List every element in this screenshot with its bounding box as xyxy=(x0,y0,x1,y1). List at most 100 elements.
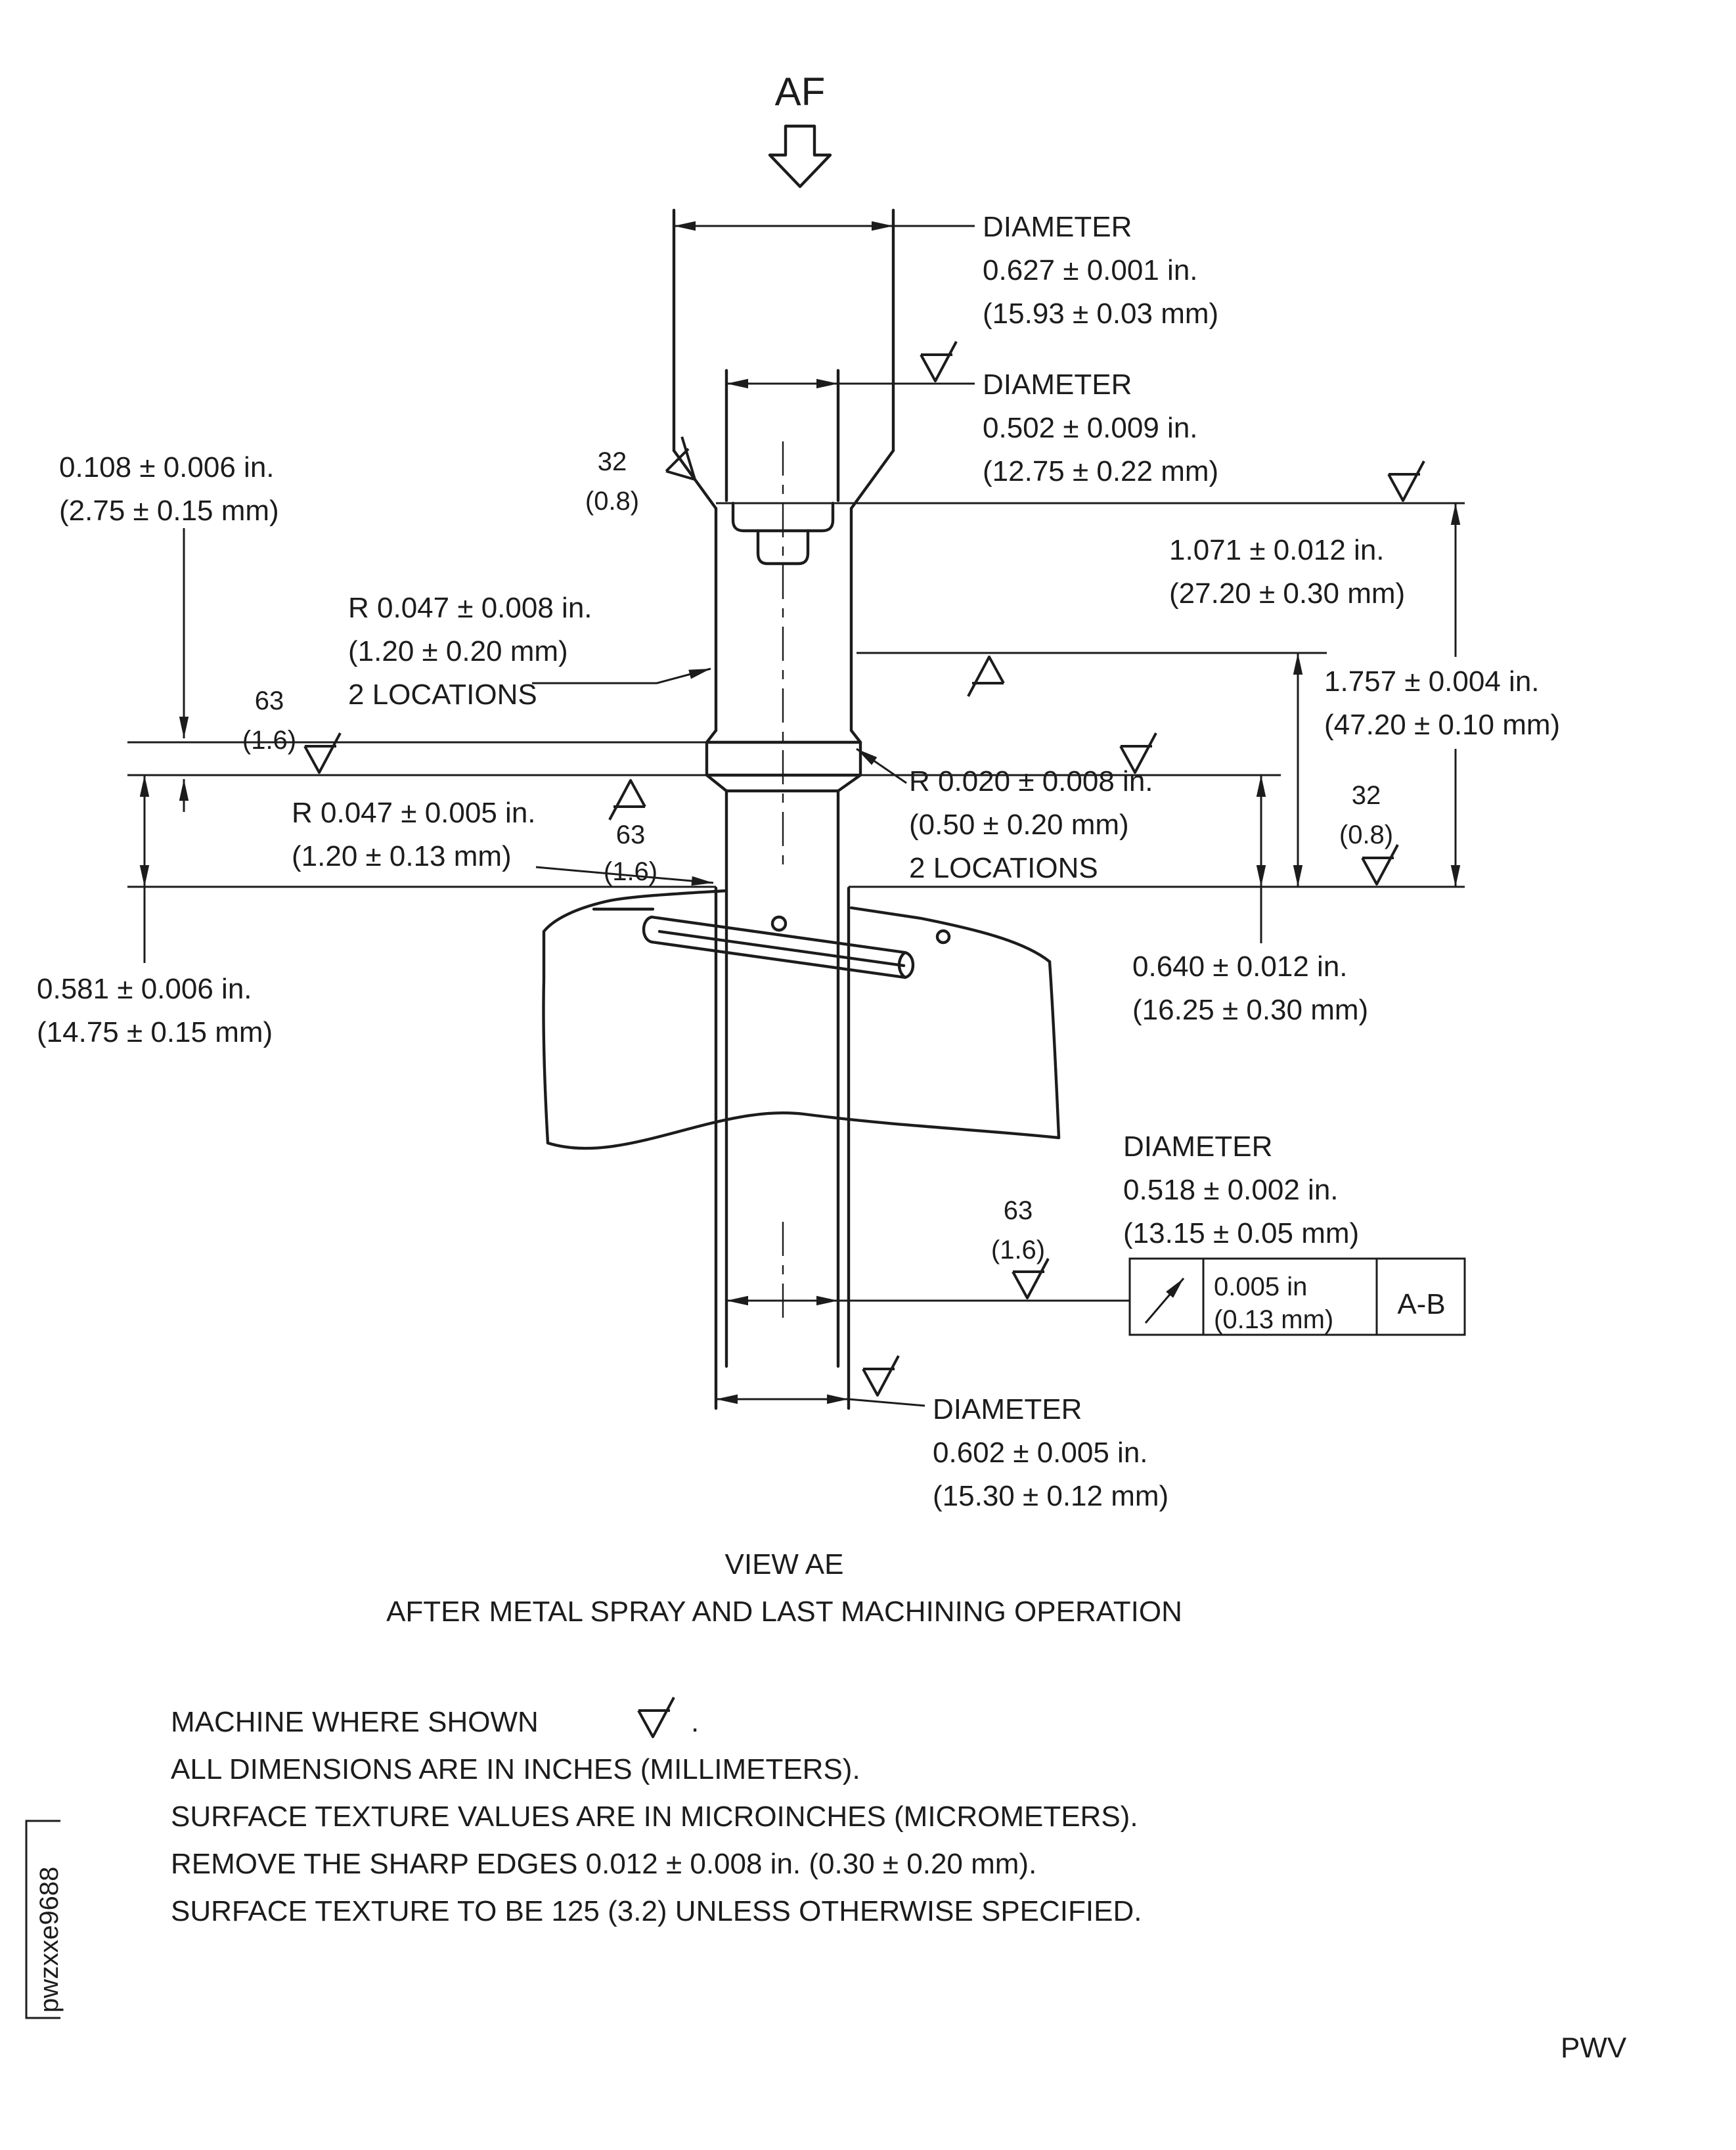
dim-mm: (27.20 ± 0.30 mm) xyxy=(1169,577,1405,610)
surface-finish-icon xyxy=(1361,843,1399,885)
leader-line xyxy=(532,667,711,684)
finish-value: 32 xyxy=(598,447,627,476)
view-subtitle: AFTER METAL SPRAY AND LAST MACHINING OPE… xyxy=(386,1596,1182,1628)
circular-runout-icon xyxy=(1144,1278,1185,1324)
surface-finish-63-mid: 63 (1.6) xyxy=(604,779,657,886)
feature-control-frame: 0.005 in (0.13 mm) A-B xyxy=(1128,1257,1466,1336)
hub-outline xyxy=(542,889,1061,1150)
finish-metric: (0.8) xyxy=(585,487,639,516)
surface-finish-32-top: 32 (0.8) xyxy=(585,437,710,516)
dim-1071: 1.071 ± 0.012 in. (27.20 ± 0.30 mm) xyxy=(1169,534,1405,887)
dim-title: DIAMETER xyxy=(983,369,1132,401)
note-line-1-period: . xyxy=(691,1706,699,1738)
footer: pwzxxe9688 PWV xyxy=(25,1820,1627,2064)
finish-value: 63 xyxy=(255,686,284,715)
surface-finish-icon xyxy=(967,656,1005,698)
leader-line xyxy=(848,1398,925,1407)
dim-title: DIAMETER xyxy=(933,1393,1082,1425)
dim-inch: R 0.047 ± 0.005 in. xyxy=(292,797,536,829)
surface-finish-icon xyxy=(608,779,646,821)
surface-finish-icon xyxy=(920,340,958,382)
dim-diameter-0602: DIAMETER 0.602 ± 0.005 in. (15.30 ± 0.12… xyxy=(716,1355,1168,1512)
surface-finish-32-right: 32 (0.8) xyxy=(1339,781,1399,885)
dim-mm: (14.75 ± 0.15 mm) xyxy=(37,1016,273,1048)
dim-title: DIAMETER xyxy=(983,211,1132,243)
page-code: PWV xyxy=(1561,2032,1627,2064)
part-line xyxy=(836,773,862,793)
shaft-outline xyxy=(672,208,895,1410)
dim-mm: (47.20 ± 0.10 mm) xyxy=(1324,709,1560,741)
dim-inch: 0.640 ± 0.012 in. xyxy=(1132,951,1348,983)
fcf-box xyxy=(1128,1257,1466,1336)
section-direction-arrow-icon xyxy=(768,124,832,189)
finish-metric: (1.6) xyxy=(604,857,657,886)
dim-radius-0020: R 0.020 ± 0.008 in. (0.50 ± 0.20 mm) 2 L… xyxy=(856,748,1153,884)
notes-block: MACHINE WHERE SHOWN . ALL DIMENSIONS ARE… xyxy=(171,1696,1142,1927)
pin-hole xyxy=(935,929,951,945)
dim-0581: 0.581 ± 0.006 in. (14.75 ± 0.15 mm) xyxy=(37,775,273,1048)
section-view-callout: AF xyxy=(768,70,832,189)
surface-finish-icon xyxy=(1387,460,1425,502)
dim-diameter-0518: DIAMETER 0.518 ± 0.002 in. (13.15 ± 0.05… xyxy=(726,1131,1359,1306)
dim-title: DIAMETER xyxy=(1123,1131,1272,1163)
dim-radius-0047-upper: R 0.047 ± 0.008 in. (1.20 ± 0.20 mm) 2 L… xyxy=(348,592,711,711)
pin-hole xyxy=(770,915,788,932)
dim-inch: 0.627 ± 0.001 in. xyxy=(983,254,1198,286)
dim-mm: (2.75 ± 0.15 mm) xyxy=(59,495,279,527)
finish-metric: (1.6) xyxy=(242,726,296,755)
part-line xyxy=(849,449,895,510)
bore-slot xyxy=(756,529,810,566)
surface-finish-icon xyxy=(637,1696,675,1738)
doc-code: pwzxxe9688 xyxy=(35,1867,64,2013)
dim-mm: (15.30 ± 0.12 mm) xyxy=(933,1480,1168,1512)
dim-inch: 0.581 ± 0.006 in. xyxy=(37,973,252,1005)
fcf-tolerance-mm: (0.13 mm) xyxy=(1214,1305,1333,1334)
hub-left-edge xyxy=(542,889,728,1145)
dim-inch: 0.502 ± 0.009 in. xyxy=(983,412,1198,444)
surface-finish-icon xyxy=(1012,1257,1050,1299)
hub-right-edge xyxy=(1048,960,1061,1140)
surface-finish-63-left: 63 (1.6) xyxy=(242,686,342,774)
note-line-3: SURFACE TEXTURE VALUES ARE IN MICROINCHE… xyxy=(171,1801,1138,1833)
dim-inch: 0.602 ± 0.005 in. xyxy=(933,1437,1148,1469)
hub-top-edge xyxy=(849,906,1052,964)
finish-value: 63 xyxy=(616,820,646,849)
dim-diameter-0627: DIAMETER 0.627 ± 0.001 in. (15.93 ± 0.03… xyxy=(674,211,1218,330)
dim-radius-0047-lower: R 0.047 ± 0.005 in. (1.20 ± 0.13 mm) xyxy=(292,797,714,886)
finish-value: 32 xyxy=(1352,781,1381,810)
dim-mm: (12.75 ± 0.22 mm) xyxy=(983,455,1218,487)
note-line-2: ALL DIMENSIONS ARE IN INCHES (MILLIMETER… xyxy=(171,1753,860,1785)
dim-note: 2 LOCATIONS xyxy=(909,852,1098,884)
hub-break-line xyxy=(546,1111,1061,1150)
dim-inch: R 0.020 ± 0.008 in. xyxy=(909,765,1153,797)
dim-note: 2 LOCATIONS xyxy=(348,679,537,711)
finish-metric: (1.6) xyxy=(991,1236,1045,1265)
dim-inch: R 0.047 ± 0.008 in. xyxy=(348,592,592,624)
view-title: VIEW AE xyxy=(725,1548,844,1580)
dim-inch: 1.757 ± 0.004 in. xyxy=(1324,665,1540,698)
dim-mm: (16.25 ± 0.30 mm) xyxy=(1132,994,1368,1026)
note-line-1: MACHINE WHERE SHOWN xyxy=(171,1706,539,1738)
part-line xyxy=(705,728,718,744)
note-line-4: REMOVE THE SHARP EDGES 0.012 ± 0.008 in.… xyxy=(171,1848,1036,1880)
dim-mm: (1.20 ± 0.20 mm) xyxy=(348,635,568,667)
leader-line xyxy=(535,866,714,886)
leader-line xyxy=(856,748,907,784)
finish-metric: (0.8) xyxy=(1339,820,1393,849)
dim-inch: 0.518 ± 0.002 in. xyxy=(1123,1174,1339,1206)
surface-finish-icon xyxy=(303,732,342,774)
pin-inner-line xyxy=(657,929,906,968)
note-line-5: SURFACE TEXTURE TO BE 125 (3.2) UNLESS O… xyxy=(171,1895,1142,1927)
view-caption: VIEW AE AFTER METAL SPRAY AND LAST MACHI… xyxy=(386,1548,1182,1628)
dim-0640: 0.640 ± 0.012 in. (16.25 ± 0.30 mm) xyxy=(1132,775,1368,1026)
dim-inch: 0.108 ± 0.006 in. xyxy=(59,451,275,483)
fcf-datum: A-B xyxy=(1397,1288,1445,1320)
dim-diameter-0502: DIAMETER 0.502 ± 0.009 in. (12.75 ± 0.22… xyxy=(726,340,1218,487)
doc-code-bracket xyxy=(25,1820,60,2019)
dim-inch: 1.071 ± 0.012 in. xyxy=(1169,534,1385,566)
dim-mm: (13.15 ± 0.05 mm) xyxy=(1123,1217,1359,1249)
dim-mm: (15.93 ± 0.03 mm) xyxy=(983,298,1218,330)
extension-lines xyxy=(127,502,1465,888)
